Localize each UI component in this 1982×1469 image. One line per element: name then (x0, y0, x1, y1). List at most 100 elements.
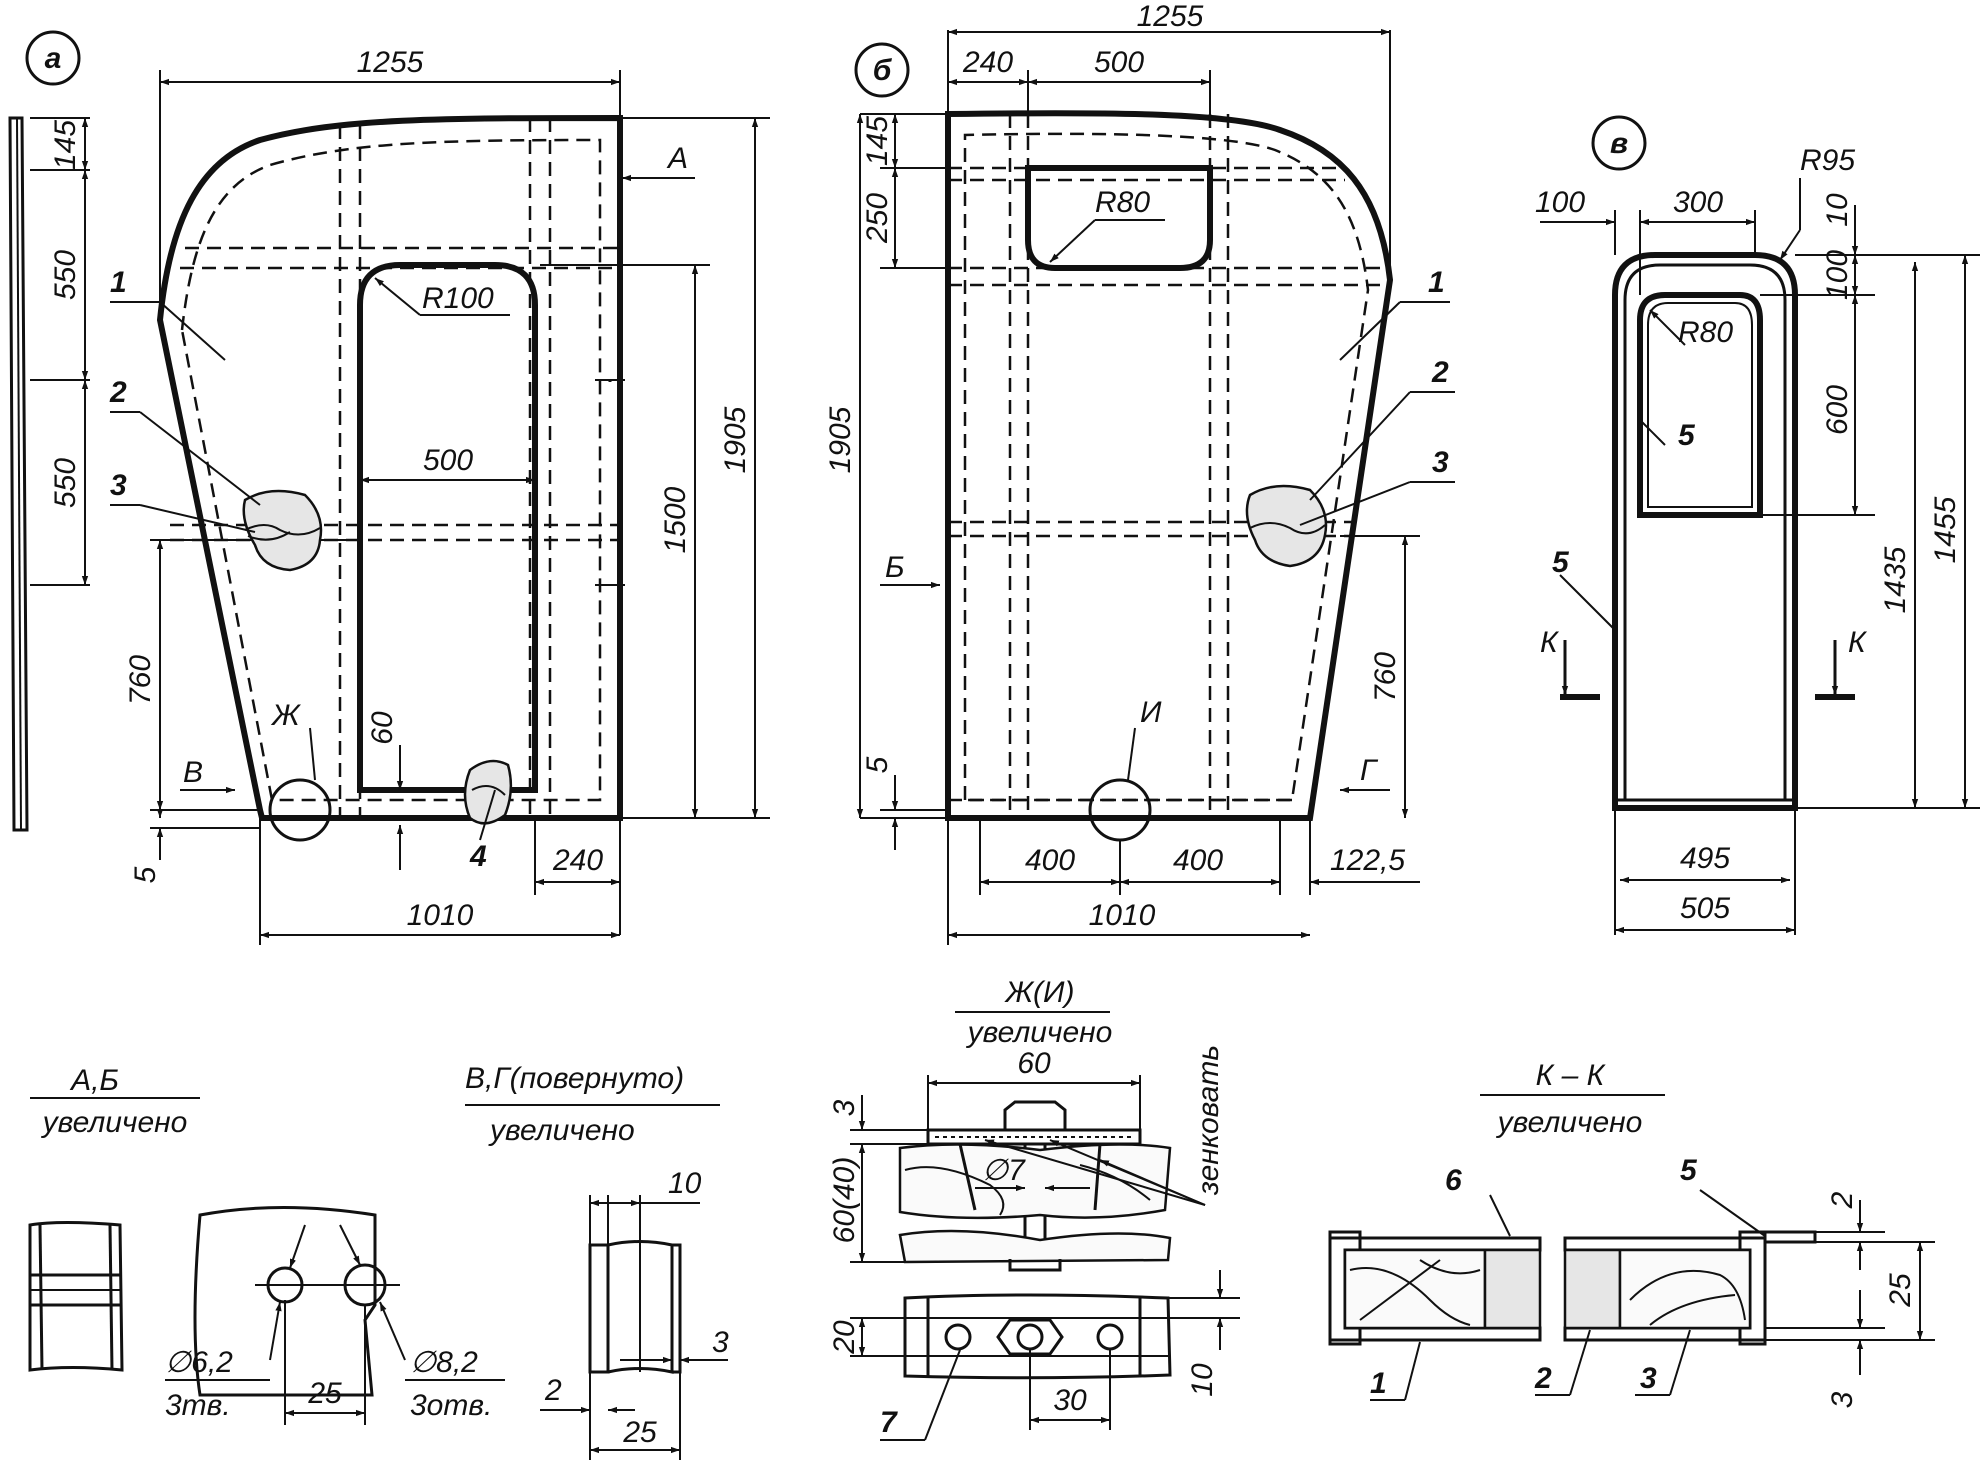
dim-b-5: 5 (861, 756, 894, 773)
dim-b-250: 250 (861, 193, 894, 244)
callout-a-4: 4 (469, 840, 487, 873)
dim-b-1255: 1255 (1137, 0, 1204, 33)
detail-kk: К – К увеличено 2 25 3 6 (1328, 1059, 1935, 1408)
mark-b-B: Б (885, 551, 905, 584)
detail-zhi-callout-7: 7 (880, 1406, 898, 1439)
mark-v-K-right: К (1848, 626, 1868, 659)
dim-a-60: 60 (366, 711, 399, 745)
detail-kk-2: 2 (1826, 1191, 1859, 1209)
dim-a-1500: 1500 (659, 486, 692, 553)
dim-v-10: 10 (1821, 193, 1854, 227)
detail-zhi-3: 3 (828, 1099, 861, 1116)
dim-v-600: 600 (1821, 385, 1854, 435)
detail-kk-title: К – К (1536, 1059, 1607, 1092)
dim-v-100-right: 100 (1821, 250, 1854, 300)
callout-a-1: 1 (110, 266, 127, 299)
dim-v-495: 495 (1680, 842, 1730, 875)
detail-kk-callout-1: 1 (1370, 1367, 1387, 1400)
detail-kk-25: 25 (1884, 1273, 1917, 1308)
dim-b-1905: 1905 (824, 406, 857, 473)
dim-b-760: 760 (1369, 652, 1402, 702)
mark-a-Zh: Ж (270, 699, 301, 732)
detail-zhi-30: 30 (1053, 1384, 1087, 1417)
dim-v-100-top: 100 (1535, 186, 1585, 219)
view-a-letter: а (45, 42, 62, 75)
detail-zhi-note: зенковать (1192, 1045, 1225, 1196)
detail-vg-subtitle: увеличено (488, 1114, 635, 1147)
callout-b-2: 2 (1431, 356, 1449, 389)
mark-b-I: И (1140, 696, 1162, 729)
strip-dims: 145 550 550 (30, 117, 90, 586)
mark-a-V: В (183, 756, 203, 789)
dim-b-500: 500 (1094, 46, 1144, 79)
dim-b-400-left: 400 (1025, 844, 1075, 877)
dim-a-5: 5 (129, 866, 162, 883)
detail-ab-spacing: 25 (307, 1377, 342, 1410)
dim-v-1455: 1455 (1929, 496, 1962, 563)
detail-zhi-60: 60 (1017, 1047, 1051, 1080)
detail-ab: А,Б увеличено 25 ∅6,2 3тв. ∅8,2 3отв. (28, 1064, 505, 1425)
dim-b-400-right: 400 (1173, 844, 1223, 877)
detail-vg-3: 3 (712, 1326, 729, 1359)
panel-b-outline (945, 110, 1394, 821)
dim-a-1255: 1255 (357, 46, 424, 79)
dim-a-760: 760 (124, 655, 157, 705)
dim-a-500: 500 (423, 444, 473, 477)
mark-v-K-left: К (1540, 626, 1560, 659)
mark-b-G: Г (1360, 754, 1379, 787)
panel-b-window (1025, 165, 1213, 271)
detail-zhi-60-40: 60(40) (828, 1157, 861, 1244)
detail-vg-title: В,Г(повернуто) (465, 1062, 684, 1095)
callout-b-3: 3 (1432, 446, 1449, 479)
callout-v-5-window: 5 (1678, 419, 1696, 452)
detail-ab-hole2: ∅8,2 (410, 1346, 478, 1379)
view-b: б R80 1255 240 500 (824, 0, 1455, 945)
dim-a-550-top: 550 (49, 250, 82, 300)
dim-a-240: 240 (552, 844, 603, 877)
view-v-letter: в (1610, 127, 1628, 160)
dim-b-1010: 1010 (1089, 899, 1156, 932)
dim-b-145: 145 (861, 116, 894, 166)
dim-a-1010: 1010 (407, 899, 474, 932)
detail-vg-2: 2 (544, 1374, 562, 1407)
detail-ab-title: А,Б (69, 1064, 119, 1097)
detail-kk-callout-3: 3 (1640, 1362, 1657, 1395)
detail-zhi-title: Ж(И) (1004, 976, 1075, 1009)
radius-a-r100: R100 (422, 282, 494, 315)
dim-b-122-5: 122,5 (1330, 844, 1405, 877)
dim-a-550-bottom: 550 (49, 458, 82, 508)
detail-zhi-d7: ∅7 (982, 1154, 1026, 1187)
panel-a-outline (156, 114, 623, 821)
view-a-letter-circle (25, 30, 81, 86)
detail-vg: В,Г(повернуто) увеличено 10 3 2 25 (465, 1062, 729, 1460)
dim-v-300: 300 (1673, 186, 1723, 219)
detail-zhi-20: 20 (828, 1320, 861, 1355)
dim-a-1905: 1905 (719, 406, 752, 473)
detail-ab-hole1: ∅6,2 (165, 1346, 233, 1379)
detail-zhi-10: 10 (1186, 1363, 1219, 1397)
detail-kk-3: 3 (1826, 1391, 1859, 1408)
callout-a-3: 3 (110, 469, 127, 502)
detail-vg-10: 10 (668, 1167, 702, 1200)
detail-circle-zh (268, 778, 332, 842)
dim-a-145: 145 (49, 120, 82, 170)
door-window (1637, 292, 1763, 518)
callout-a-2: 2 (109, 376, 127, 409)
detail-kk-callout-2: 2 (1534, 1362, 1552, 1395)
detail-kk-subtitle: увеличено (1496, 1106, 1643, 1139)
radius-v-r95: R95 (1800, 144, 1855, 177)
radius-v-r80: R80 (1678, 316, 1733, 349)
detail-zhi: Ж(И) увеличено 60 3 60(40) ∅7 зенковать (828, 976, 1240, 1441)
dim-v-505: 505 (1680, 892, 1730, 925)
detail-ab-hole1-count: 3тв. (165, 1389, 231, 1422)
detail-ab-subtitle: увеличено (41, 1106, 188, 1139)
view-v: в 100 300 R95 R80 10 100 600 1435 1 (1535, 115, 1980, 935)
mark-a-A: А (666, 142, 688, 175)
radius-b-r80: R80 (1095, 186, 1150, 219)
detail-vg-25: 25 (622, 1416, 657, 1449)
callout-v-5-frame: 5 (1552, 546, 1570, 579)
view-a: а 145 550 550 (8, 30, 770, 945)
detail-ab-hole2-count: 3отв. (410, 1389, 492, 1422)
detail-kk-callout-5: 5 (1680, 1154, 1698, 1187)
